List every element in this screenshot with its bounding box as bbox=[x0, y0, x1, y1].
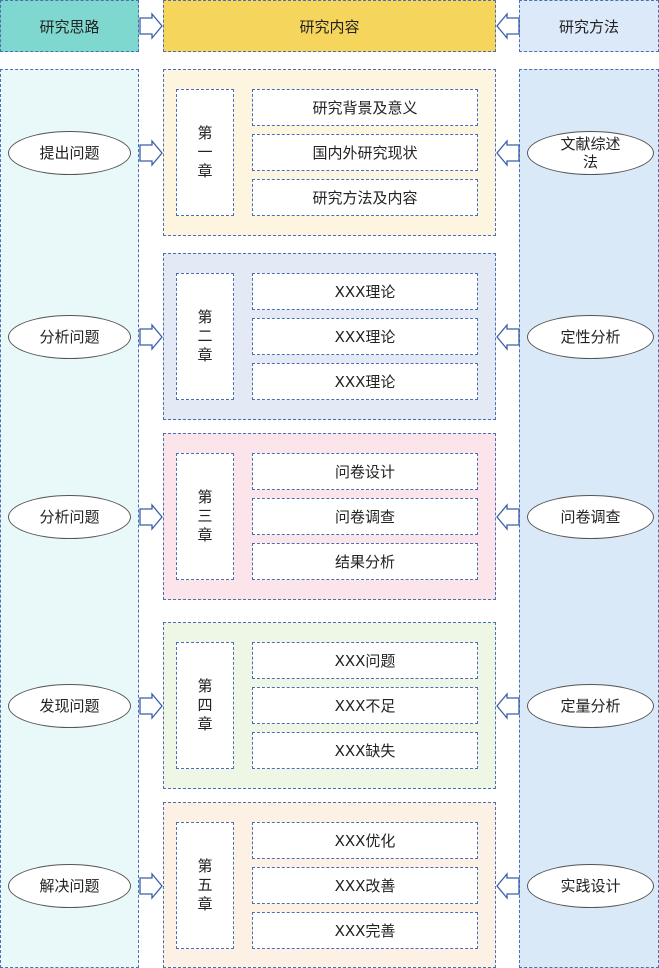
chapter-label-text: 第 五 章 bbox=[197, 857, 213, 913]
chapter-item: 结果分析 bbox=[252, 543, 478, 580]
chapter-item: XXX问题 bbox=[252, 642, 478, 679]
chapter-item: XXX完善 bbox=[252, 912, 478, 949]
chapter-item: 研究方法及内容 bbox=[252, 179, 478, 216]
header-research-method: 研究方法 bbox=[519, 0, 659, 52]
method-step: 定性分析 bbox=[527, 314, 654, 359]
approach-step: 发现问题 bbox=[8, 683, 131, 728]
chapter-label: 第 五 章 bbox=[176, 822, 234, 949]
chapter-item: 问卷设计 bbox=[252, 453, 478, 490]
arrow-left-icon bbox=[496, 138, 520, 167]
header-arrow-right-icon bbox=[139, 12, 163, 40]
arrow-right-icon bbox=[139, 138, 163, 167]
chapter-item: XXX理论 bbox=[252, 318, 478, 355]
arrow-left-icon bbox=[496, 691, 520, 720]
chapter-label-text: 第 三 章 bbox=[197, 488, 213, 544]
chapter-label-text: 第 二 章 bbox=[197, 308, 213, 364]
arrow-right-icon bbox=[139, 502, 163, 531]
chapter-item: XXX不足 bbox=[252, 687, 478, 724]
chapter-item: XXX缺失 bbox=[252, 732, 478, 769]
chapter-item: 国内外研究现状 bbox=[252, 134, 478, 171]
chapter-item: XXX优化 bbox=[252, 822, 478, 859]
chapter-label-text: 第 四 章 bbox=[197, 677, 213, 733]
method-step: 实践设计 bbox=[527, 863, 654, 908]
arrow-left-icon bbox=[496, 871, 520, 900]
header-research-approach-label: 研究思路 bbox=[39, 17, 100, 36]
arrow-right-icon bbox=[139, 322, 163, 351]
header-research-content: 研究内容 bbox=[163, 0, 496, 52]
method-step: 文献综述 法 bbox=[527, 130, 654, 175]
chapter-item: 研究背景及意义 bbox=[252, 89, 478, 126]
header-research-approach: 研究思路 bbox=[0, 0, 139, 52]
arrow-left-icon bbox=[496, 322, 520, 351]
arrow-right-icon bbox=[139, 871, 163, 900]
chapter-label: 第 一 章 bbox=[176, 89, 234, 216]
chapter-label: 第 二 章 bbox=[176, 273, 234, 400]
chapter-item: 问卷调查 bbox=[252, 498, 478, 535]
approach-step: 提出问题 bbox=[8, 130, 131, 175]
header-research-content-label: 研究内容 bbox=[299, 17, 360, 36]
arrow-right-icon bbox=[139, 691, 163, 720]
approach-step: 解决问题 bbox=[8, 863, 131, 908]
chapter-label: 第 三 章 bbox=[176, 453, 234, 580]
chapter-item: XXX理论 bbox=[252, 363, 478, 400]
arrow-left-icon bbox=[496, 502, 520, 531]
chapter-item: XXX改善 bbox=[252, 867, 478, 904]
chapter-item: XXX理论 bbox=[252, 273, 478, 310]
approach-step: 分析问题 bbox=[8, 494, 131, 539]
chapter-label-text: 第 一 章 bbox=[197, 124, 213, 180]
header-arrow-left-icon bbox=[496, 12, 520, 40]
approach-step: 分析问题 bbox=[8, 314, 131, 359]
method-step: 问卷调查 bbox=[527, 494, 654, 539]
chapter-label: 第 四 章 bbox=[176, 642, 234, 769]
method-step: 定量分析 bbox=[527, 683, 654, 728]
header-research-method-label: 研究方法 bbox=[558, 17, 619, 36]
